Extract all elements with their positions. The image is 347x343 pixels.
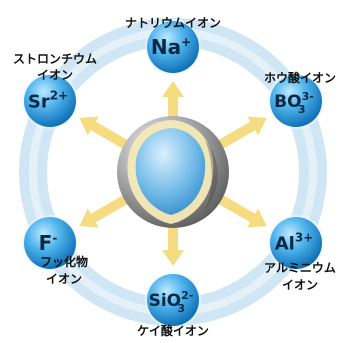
- ion-name: ナトリウムイオン: [125, 16, 221, 30]
- ion-name-line1: アルミニウム: [264, 261, 336, 275]
- ion-name-line2: イオン: [282, 278, 318, 292]
- ion-name-line1: ストロンチウム: [13, 52, 97, 66]
- ion-name: ホウ酸イオン: [264, 70, 336, 85]
- ion-name-line1: フッ化物: [40, 254, 88, 269]
- ion-name: ケイ酸イオン: [137, 323, 209, 338]
- glass-particle: [117, 116, 229, 228]
- ion-name-line2: イオン: [46, 272, 82, 286]
- ion-name-line2: イオン: [37, 68, 73, 82]
